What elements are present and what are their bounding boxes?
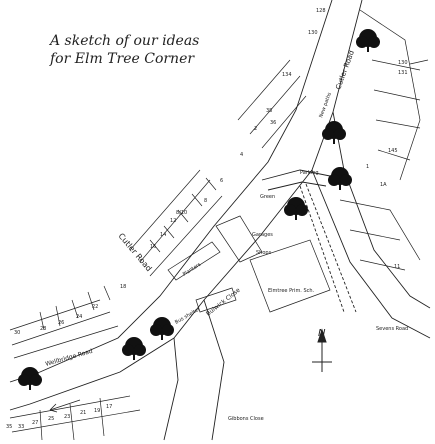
plots-upper-rows xyxy=(237,59,307,149)
house-number: 25 xyxy=(48,416,54,422)
road-edge-main-west xyxy=(9,0,333,383)
label-new-paths: New paths xyxy=(318,91,333,118)
road-edge-south-b xyxy=(203,299,225,441)
caption-line-1: A sketch of our ideas xyxy=(50,33,200,49)
label-school: Elmtree Prim. Sch. xyxy=(268,288,315,294)
house-number: 14 xyxy=(160,232,166,238)
road-label-right: Sevens Road xyxy=(376,326,408,332)
caption-line-2: for Elm Tree Corner xyxy=(50,51,195,67)
house-number: 8 xyxy=(204,198,207,204)
plots-west-row xyxy=(9,299,119,359)
road-edge-right-b xyxy=(332,111,431,309)
house-number: 2 xyxy=(254,126,257,132)
plots-south-west xyxy=(9,395,141,441)
north-arrow-icon: N xyxy=(312,328,332,372)
tree-icon xyxy=(284,197,308,220)
house-number: 128 xyxy=(316,8,326,14)
house-number: 33 xyxy=(18,424,24,430)
label-parking: Parking xyxy=(300,170,319,176)
house-number: 16 xyxy=(150,244,156,250)
label-green: Green xyxy=(260,194,275,200)
tree-icon xyxy=(122,337,146,360)
bus-shelter-outline xyxy=(195,287,237,313)
school-outline xyxy=(249,239,331,313)
house-number: 22 xyxy=(92,304,98,310)
label-bus-shelter: Bus shelter xyxy=(174,306,202,326)
house-number: 11 xyxy=(394,264,400,270)
service-path-1 xyxy=(261,169,331,181)
house-number: 8/10 xyxy=(176,210,187,216)
planters-outline xyxy=(167,241,221,281)
house-number: 30 xyxy=(14,330,20,336)
house-number: 35 xyxy=(6,424,12,430)
label-shops: Shops xyxy=(256,250,272,256)
tree-icon xyxy=(328,167,352,190)
road-labels: Cutler Road Cutler Road Bulwick Close We… xyxy=(45,49,409,422)
road-edge-right-a xyxy=(311,169,431,339)
map-caption: A sketch of our ideas for Elm Tree Corne… xyxy=(50,32,199,68)
house-number: 38 xyxy=(266,108,272,114)
tree-icon xyxy=(18,367,42,390)
new-path-2 xyxy=(305,183,357,313)
house-number: 19 xyxy=(94,408,100,414)
house-number: 21 xyxy=(80,410,86,416)
house-number: 1A xyxy=(380,182,387,188)
house-number: 130 xyxy=(398,60,408,66)
plot-lines xyxy=(9,9,421,441)
house-number: 131 xyxy=(398,70,408,76)
road-edge-south-a xyxy=(163,337,179,441)
house-number: 36 xyxy=(270,120,276,126)
shops-outline xyxy=(215,215,263,263)
road-edges xyxy=(9,0,431,441)
tree-icon xyxy=(356,29,380,52)
north-label: N xyxy=(318,328,326,339)
house-number: 4 xyxy=(240,152,243,158)
road-edge-main-east xyxy=(9,0,363,411)
road-label-upper: Cutler Road xyxy=(334,49,356,90)
direction-tick-icon xyxy=(409,59,429,65)
plots-middle-dividers xyxy=(149,177,217,253)
house-number: 6 xyxy=(220,178,223,184)
label-garages: Garages xyxy=(252,232,273,238)
house-number: 28 xyxy=(40,326,46,332)
new-path-1 xyxy=(299,185,345,313)
house-number: 12 xyxy=(170,218,176,224)
house-numbers: 128 130 134 38 36 2 4 6 8 8/10 12 14 16 … xyxy=(6,8,408,430)
plots-west-dividers xyxy=(39,285,111,331)
house-number: 17 xyxy=(106,404,112,410)
plots-east xyxy=(359,9,421,181)
house-number: 130 xyxy=(308,30,318,36)
house-number: 145 xyxy=(388,148,398,154)
house-number: 23 xyxy=(64,414,70,420)
arrow-marks xyxy=(49,59,429,413)
tree-group xyxy=(18,29,380,390)
road-label-low-left: Wellbridge Road xyxy=(45,348,94,368)
plots-east-lower xyxy=(339,199,421,271)
road-label-bottom: Gibbons Close xyxy=(228,416,264,422)
house-number: 18 xyxy=(120,284,126,290)
tree-icon xyxy=(150,317,174,340)
plots-middle-rows xyxy=(129,169,223,277)
direction-arrow-icon xyxy=(49,399,81,413)
house-number: 24 xyxy=(76,314,82,320)
service-path-2 xyxy=(267,181,327,191)
house-number: 1 xyxy=(366,164,369,170)
house-number: 26 xyxy=(58,320,64,326)
tree-icon xyxy=(322,121,346,144)
house-number: 134 xyxy=(282,72,292,78)
house-number: 27 xyxy=(32,420,38,426)
